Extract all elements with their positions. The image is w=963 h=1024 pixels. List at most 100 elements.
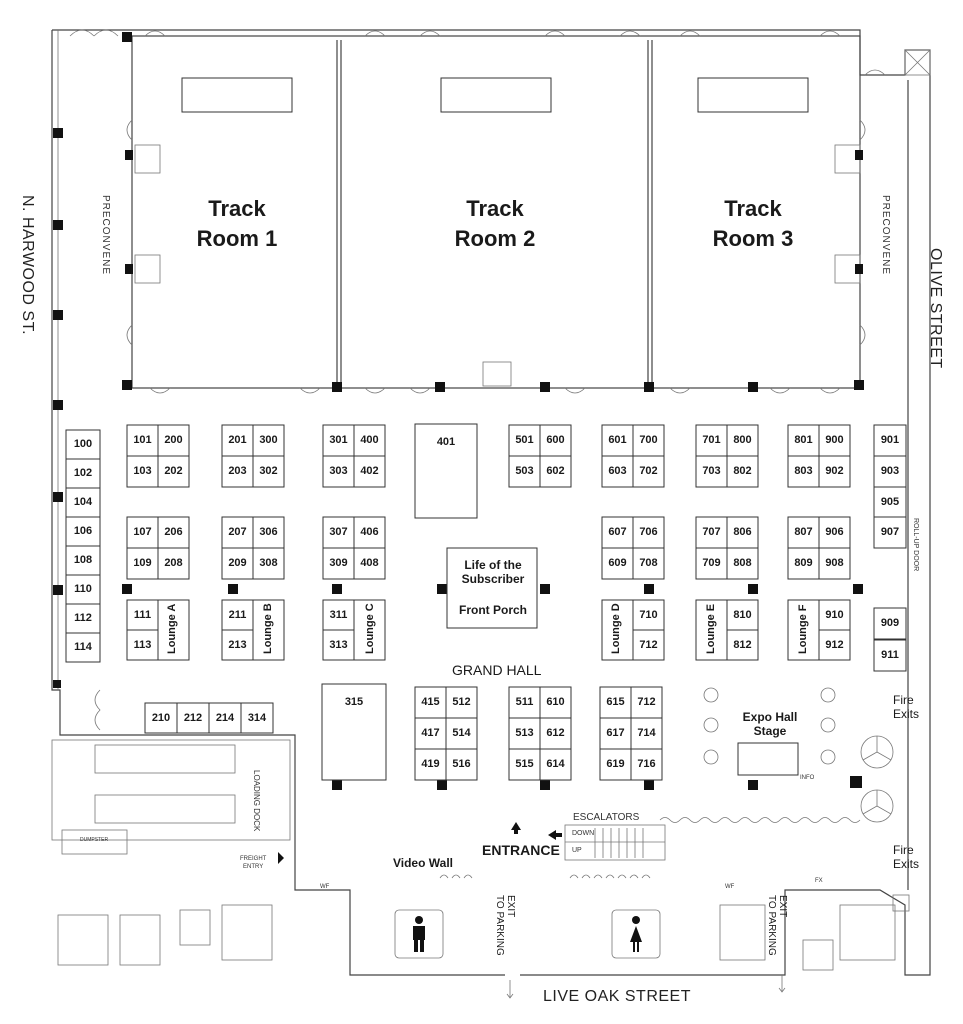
booth-number: 213 — [228, 638, 247, 651]
booth-number: 511 — [515, 696, 534, 708]
booth-number: 503 — [515, 465, 534, 477]
dumpster-label: DUMPSTER — [80, 837, 109, 843]
booth-number: 113 — [133, 638, 152, 651]
booth-number: 702 — [639, 465, 658, 477]
booth-number: 906 — [825, 526, 844, 538]
booth-211 — [221, 599, 254, 631]
fire-door-lines — [862, 736, 892, 815]
street-east-label: OLIVE STREET — [927, 248, 944, 369]
booth-number: 607 — [608, 526, 627, 538]
booth-number: 406 — [360, 526, 379, 538]
booth-number: 211 — [228, 608, 247, 621]
booth-number: 701 — [702, 434, 721, 446]
booth-307 — [322, 516, 355, 549]
booth-212 — [176, 702, 210, 734]
preconvene-left-label: PRECONVENE — [100, 195, 111, 276]
booth-number: 809 — [794, 557, 813, 569]
booth-number: 901 — [880, 434, 900, 446]
restroom-women-box — [611, 909, 661, 959]
escalator-down-label: DOWN — [572, 830, 595, 837]
booth-number: 801 — [794, 434, 813, 446]
booth-311 — [322, 599, 355, 631]
booth-number: 419 — [421, 758, 440, 770]
booth-number: 209 — [228, 557, 247, 569]
screen-room3 — [697, 77, 809, 113]
booth-513 — [508, 717, 541, 750]
booth-901 — [873, 424, 907, 457]
track-rooms-box — [131, 35, 861, 389]
track-room-2-line1: Track — [466, 196, 524, 221]
lounge-e-label: Lounge E — [705, 603, 717, 655]
booth-910 — [818, 599, 851, 631]
expo-line2: Stage — [753, 724, 787, 738]
booth-419 — [414, 748, 447, 781]
booth-number: 812 — [733, 638, 752, 651]
booth-number: 408 — [360, 557, 379, 569]
screen-room2 — [440, 77, 552, 113]
booth-809 — [787, 547, 820, 580]
preconvene-right-label: PRECONVENE — [880, 195, 891, 276]
booth-907 — [873, 516, 907, 549]
booth-202 — [157, 455, 190, 488]
booth-number: 210 — [151, 711, 171, 724]
video-wall-seats — [439, 874, 651, 879]
booth-906 — [818, 516, 851, 549]
booth-908 — [818, 547, 851, 580]
booth-511 — [508, 686, 541, 719]
track-room-3-label: Track Room 3 — [678, 194, 828, 254]
booth-number: 802 — [733, 465, 752, 477]
building-outline — [51, 29, 931, 976]
booth-703 — [695, 455, 728, 488]
booth-number: 111 — [133, 608, 152, 621]
escalator-arrow-left — [548, 830, 562, 840]
booth-number: 712 — [637, 696, 656, 708]
booth-number: 308 — [259, 557, 278, 569]
booth-516 — [445, 748, 478, 781]
track-room-2-line2: Room 2 — [454, 226, 536, 251]
booth-110 — [65, 574, 101, 605]
stage-tables — [703, 687, 836, 765]
elevator-x — [904, 49, 931, 76]
booth-514 — [445, 717, 478, 750]
women-restroom-icon — [630, 916, 642, 952]
booth-number: 114 — [74, 641, 92, 653]
life-line2: Subscriber — [461, 572, 525, 586]
lounge-c-label: Lounge C — [364, 603, 376, 655]
booth-number: 708 — [639, 557, 658, 569]
exit-right-line2: TO PARKING — [766, 895, 777, 956]
booth-712 — [632, 629, 665, 661]
booth-number: 808 — [733, 557, 752, 569]
booth-number: 515 — [515, 758, 534, 770]
booth-number: 807 — [794, 526, 813, 538]
booth-number: 905 — [880, 496, 900, 508]
booth-601 — [601, 424, 634, 457]
booth-number: 400 — [360, 434, 379, 446]
booth-number: 706 — [639, 526, 658, 538]
booth-number: 109 — [133, 557, 152, 569]
fire-bottom-line1: Fire — [893, 843, 914, 857]
booth-806 — [726, 516, 759, 549]
booth-number: 302 — [259, 465, 278, 477]
booth-number: 714 — [637, 727, 656, 739]
booth-107 — [126, 516, 159, 549]
lounge-frame — [157, 599, 190, 661]
booth-515 — [508, 748, 541, 781]
booth-702 — [632, 455, 665, 488]
booth-603 — [601, 455, 634, 488]
elevator-box-sw — [179, 909, 211, 946]
street-west-label: N. HARWOOD ST. — [19, 195, 36, 336]
booth-number: 513 — [515, 727, 534, 739]
booth-number: 300 — [259, 434, 278, 446]
booth-812 — [726, 629, 759, 661]
booth-902 — [818, 455, 851, 488]
dumpster-box — [61, 829, 128, 855]
booth-610 — [539, 686, 572, 719]
booth-number: 102 — [73, 467, 93, 479]
expo-hall-stage-label: Expo Hall Stage — [730, 710, 810, 738]
loading-dock-label: LOADING DOCK — [252, 770, 261, 832]
booth-113 — [126, 629, 159, 661]
exit-left-line2: TO PARKING — [494, 895, 505, 956]
booth-number: 100 — [73, 438, 93, 450]
booth-number: 603 — [608, 465, 627, 477]
sw-stairs — [57, 904, 896, 966]
